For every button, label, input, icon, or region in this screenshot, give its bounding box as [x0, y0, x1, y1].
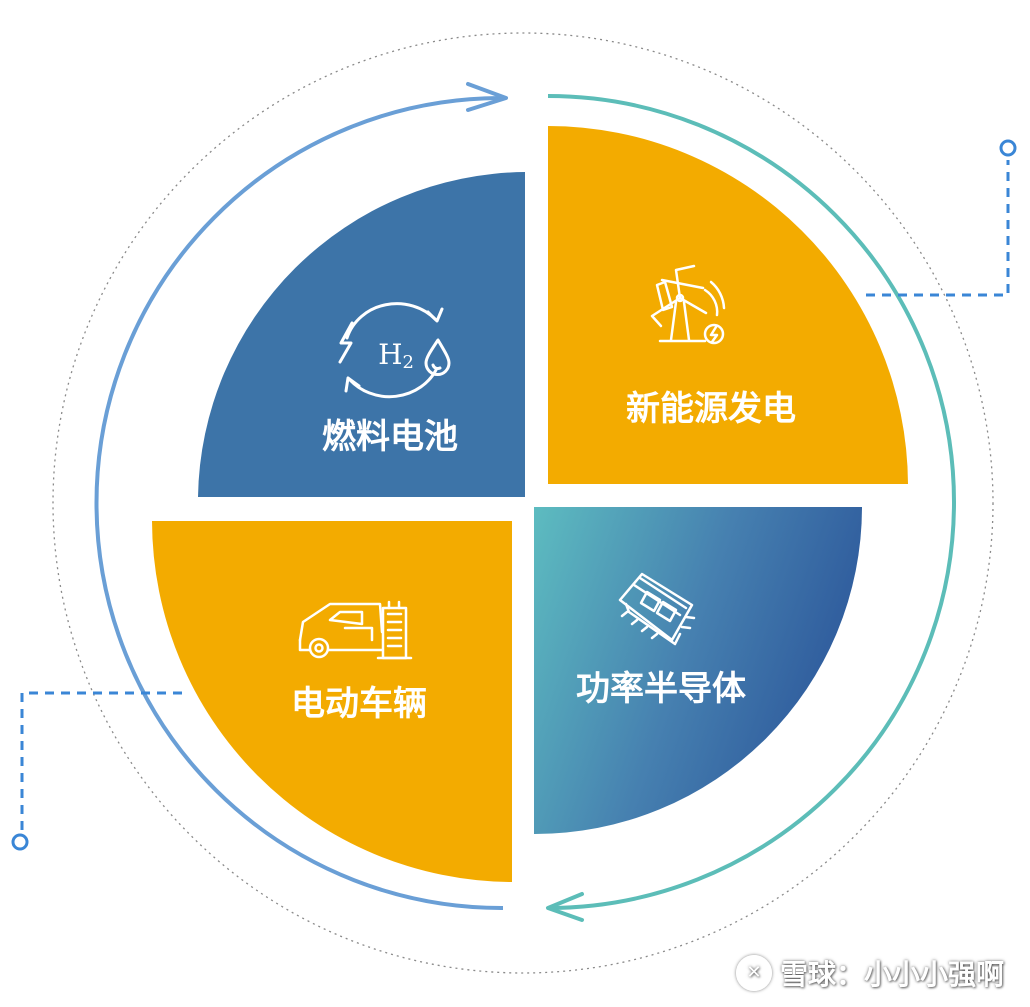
- semiconductor-quadrant: [534, 507, 862, 835]
- left-cycle-arc: [94, 96, 504, 911]
- fuel-cell-quadrant: [198, 172, 525, 497]
- new-energy-label: 新能源发电: [626, 389, 796, 429]
- xueqiu-logo-icon: ✕: [735, 955, 772, 991]
- left-dashed-connector: [20, 691, 182, 832]
- watermark: ✕ 雪球：小小小强啊: [735, 953, 1004, 993]
- chip-module-icon: [618, 572, 696, 646]
- new-energy-quadrant: [548, 126, 908, 484]
- right-arc-arrowhead: [546, 892, 584, 922]
- ev-charging-icon: [298, 600, 413, 660]
- left-arc-arrowhead: [466, 82, 508, 112]
- right-cycle-arc: [547, 94, 956, 910]
- right-connector-dot: [999, 139, 1017, 157]
- h2-icon-label: H2: [378, 338, 414, 373]
- hydrogen-cycle-icon: H2: [338, 302, 451, 399]
- watermark-text: 雪球：小小小强啊: [779, 958, 1004, 991]
- fuel-cell-label: 燃料电池: [322, 417, 458, 457]
- ev-label: 电动车辆: [291, 684, 427, 724]
- ev-quadrant: [152, 521, 512, 882]
- wind-solar-icon: [650, 264, 726, 345]
- right-dashed-connector: [866, 160, 1010, 297]
- semiconductor-label: 功率半导体: [576, 669, 746, 709]
- outer-dotted-ring: [52, 32, 994, 974]
- left-connector-dot: [11, 833, 29, 851]
